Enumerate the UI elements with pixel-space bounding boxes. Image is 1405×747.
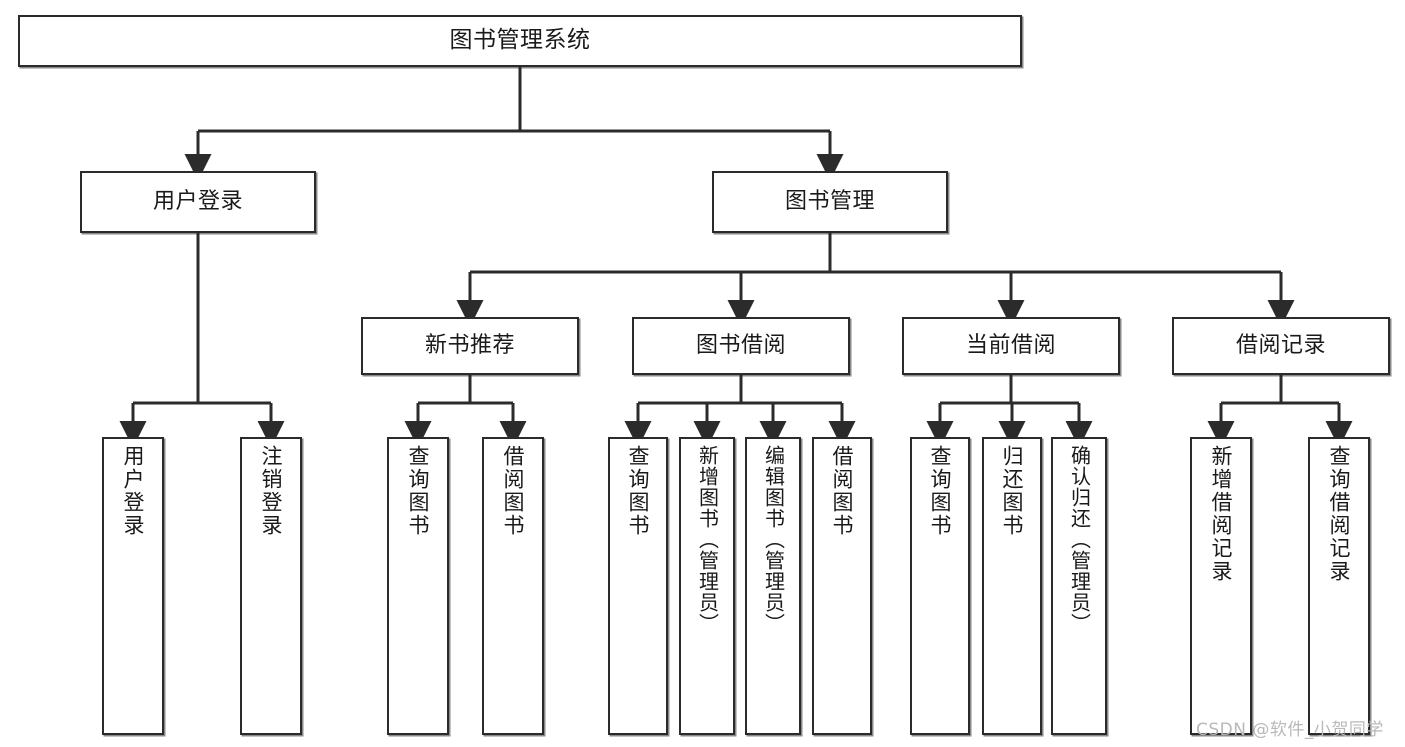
node-leaf-borrow-book-1-label: 借阅图书: [501, 445, 526, 537]
node-leaf-query-book-1-label: 查询图书: [406, 445, 431, 537]
node-leaf-query-book-3[interactable]: 查询图书: [910, 437, 970, 735]
node-root[interactable]: 图书管理系统: [18, 15, 1022, 67]
node-new-book-rec[interactable]: 新书推荐: [361, 317, 579, 375]
node-book-manage[interactable]: 图书管理: [712, 171, 948, 233]
node-user-login[interactable]: 用户登录: [80, 171, 316, 233]
node-leaf-user-logout[interactable]: 注销登录: [240, 437, 302, 735]
node-borrow-record[interactable]: 借阅记录: [1172, 317, 1390, 375]
node-leaf-user-logout-label: 注销登录: [259, 445, 284, 537]
node-current-borrow-label: 当前借阅: [965, 333, 1056, 359]
node-leaf-edit-book-label: 编辑图书（管理员）: [761, 445, 786, 634]
node-leaf-add-record[interactable]: 新增借阅记录: [1190, 437, 1252, 735]
node-leaf-user-login[interactable]: 用户登录: [102, 437, 164, 735]
node-leaf-add-book[interactable]: 新增图书（管理员）: [679, 437, 735, 735]
node-leaf-add-record-label: 新增借阅记录: [1209, 445, 1234, 583]
node-leaf-return-book[interactable]: 归还图书: [982, 437, 1042, 735]
node-current-borrow[interactable]: 当前借阅: [902, 317, 1120, 375]
csdn-watermark: CSDN @软件_小贺同学: [1196, 720, 1384, 740]
node-leaf-confirm-return-label: 确认归还（管理员）: [1067, 445, 1092, 634]
node-new-book-rec-label: 新书推荐: [424, 333, 515, 359]
node-leaf-query-book-2[interactable]: 查询图书: [608, 437, 668, 735]
node-book-borrow-label: 图书借阅: [695, 333, 786, 359]
node-leaf-user-login-label: 用户登录: [121, 445, 146, 537]
node-leaf-borrow-book-2[interactable]: 借阅图书: [812, 437, 872, 735]
node-leaf-borrow-book-1[interactable]: 借阅图书: [482, 437, 544, 735]
node-leaf-add-book-label: 新增图书（管理员）: [695, 445, 720, 634]
node-leaf-query-book-2-label: 查询图书: [626, 445, 651, 537]
node-root-label: 图书管理系统: [449, 27, 591, 54]
node-user-login-label: 用户登录: [152, 189, 243, 215]
node-leaf-query-record[interactable]: 查询借阅记录: [1308, 437, 1370, 735]
node-leaf-query-book-3-label: 查询图书: [928, 445, 953, 537]
node-leaf-borrow-book-2-label: 借阅图书: [830, 445, 855, 537]
node-leaf-confirm-return[interactable]: 确认归还（管理员）: [1051, 437, 1107, 735]
node-leaf-query-book-1[interactable]: 查询图书: [387, 437, 449, 735]
node-leaf-edit-book[interactable]: 编辑图书（管理员）: [745, 437, 801, 735]
node-leaf-return-book-label: 归还图书: [1000, 445, 1025, 537]
node-leaf-query-record-label: 查询借阅记录: [1327, 445, 1352, 583]
node-borrow-record-label: 借阅记录: [1235, 333, 1326, 359]
node-book-manage-label: 图书管理: [784, 189, 875, 215]
node-book-borrow[interactable]: 图书借阅: [632, 317, 850, 375]
